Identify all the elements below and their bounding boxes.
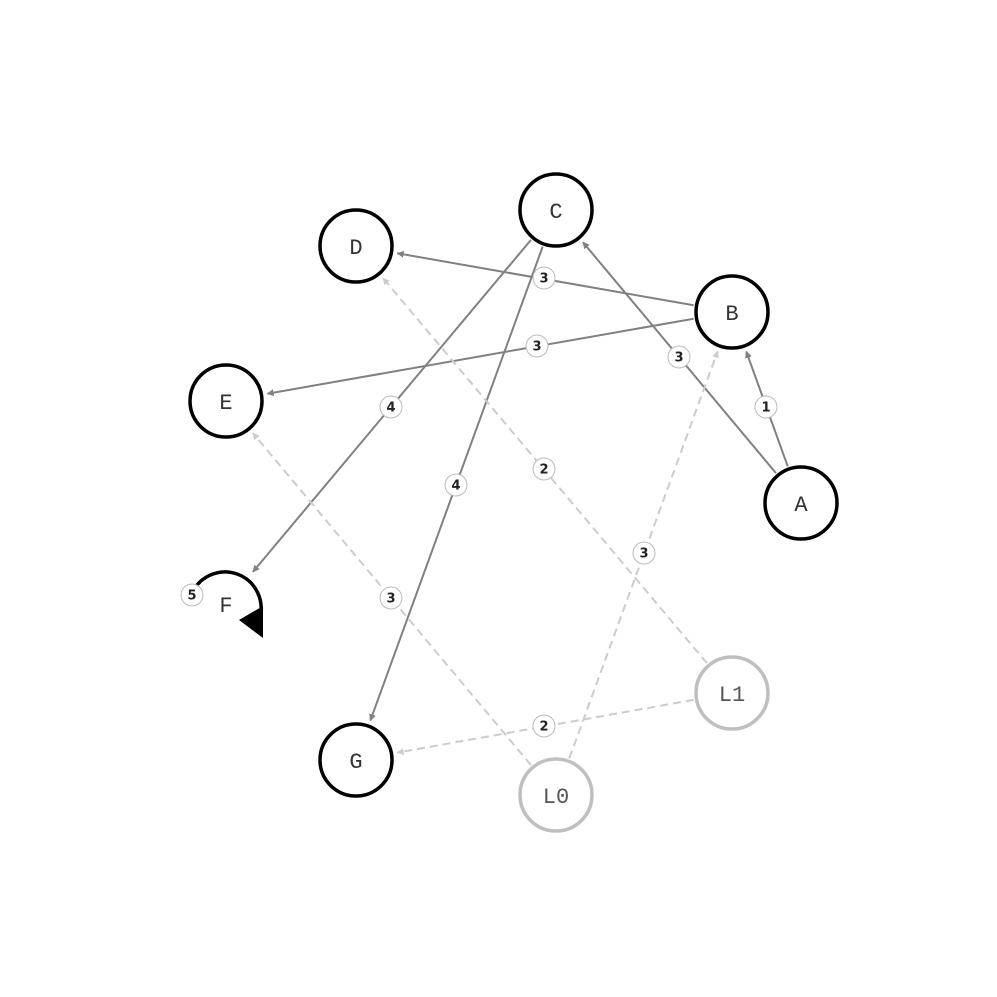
weight-badge: 3 <box>667 345 691 369</box>
node-d: D <box>318 208 394 284</box>
weight-badge-circle <box>754 395 778 419</box>
weight-badge-circle <box>379 586 403 610</box>
node-label: G <box>349 750 362 775</box>
weight-badge: 3 <box>525 334 549 358</box>
node-circle <box>518 757 594 833</box>
weight-badge: 2 <box>532 457 556 481</box>
weight-badge-circle <box>532 457 556 481</box>
node-circle <box>518 172 594 248</box>
node-b: B <box>694 274 770 350</box>
weight-label: 1 <box>761 401 770 416</box>
weight-label: 2 <box>539 463 548 478</box>
node-l0: L0 <box>518 757 594 833</box>
weight-badge-circle <box>532 266 556 290</box>
weight-badge: 4 <box>444 473 468 497</box>
weight-badge: 5 <box>180 583 204 607</box>
node-c: C <box>518 172 594 248</box>
node-f: F <box>219 594 232 619</box>
weight-badge-circle <box>180 583 204 607</box>
weight-label: 4 <box>386 401 395 416</box>
node-circle <box>694 655 770 731</box>
weight-badge-circle <box>525 334 549 358</box>
weight-badge-circle <box>667 345 691 369</box>
weight-label: 2 <box>539 720 548 735</box>
node-circle <box>318 208 394 284</box>
node-circle <box>318 722 394 798</box>
node-label: E <box>219 391 232 416</box>
node-label: A <box>794 493 808 518</box>
edge-l0-e <box>252 432 532 766</box>
node-label: C <box>549 200 562 225</box>
node-label: F <box>219 594 232 619</box>
node-e: E <box>188 363 264 439</box>
node-l1: L1 <box>694 655 770 731</box>
weight-label: 4 <box>451 479 460 494</box>
node-label: L0 <box>543 785 569 810</box>
weight-label: 3 <box>532 340 541 355</box>
weight-badge-circle <box>379 395 403 419</box>
weight-badge: 3 <box>632 541 656 565</box>
self-loop-arrowhead <box>239 606 263 638</box>
node-a: A <box>763 465 839 541</box>
nodes-layer: A B C D E F G L0 L1 <box>188 172 839 833</box>
weight-badge: 1 <box>754 395 778 419</box>
weight-badge: 4 <box>379 395 403 419</box>
weight-badge-circle <box>444 473 468 497</box>
weight-badge-circle <box>632 541 656 565</box>
node-label: L1 <box>719 683 745 708</box>
weight-label: 3 <box>639 547 648 562</box>
weight-label: 3 <box>386 592 395 607</box>
node-label: D <box>349 236 362 261</box>
node-label: B <box>725 302 738 327</box>
weight-badge: 3 <box>379 586 403 610</box>
weight-label: 5 <box>187 589 196 604</box>
node-circle <box>694 274 770 350</box>
edge-b-e <box>266 317 694 397</box>
weight-label: 3 <box>539 272 548 287</box>
weight-label: 3 <box>674 351 683 366</box>
weight-badge: 2 <box>532 714 556 738</box>
weight-badge-circle <box>532 714 556 738</box>
node-circle <box>188 363 264 439</box>
weight-badge: 3 <box>532 266 556 290</box>
node-circle <box>763 465 839 541</box>
node-g: G <box>318 722 394 798</box>
edge-l0-b <box>568 350 719 759</box>
weight-badges-layer: 1 3 3 3 4 4 5 3 3 2 2 <box>180 266 778 738</box>
edge-f-f <box>189 570 263 621</box>
